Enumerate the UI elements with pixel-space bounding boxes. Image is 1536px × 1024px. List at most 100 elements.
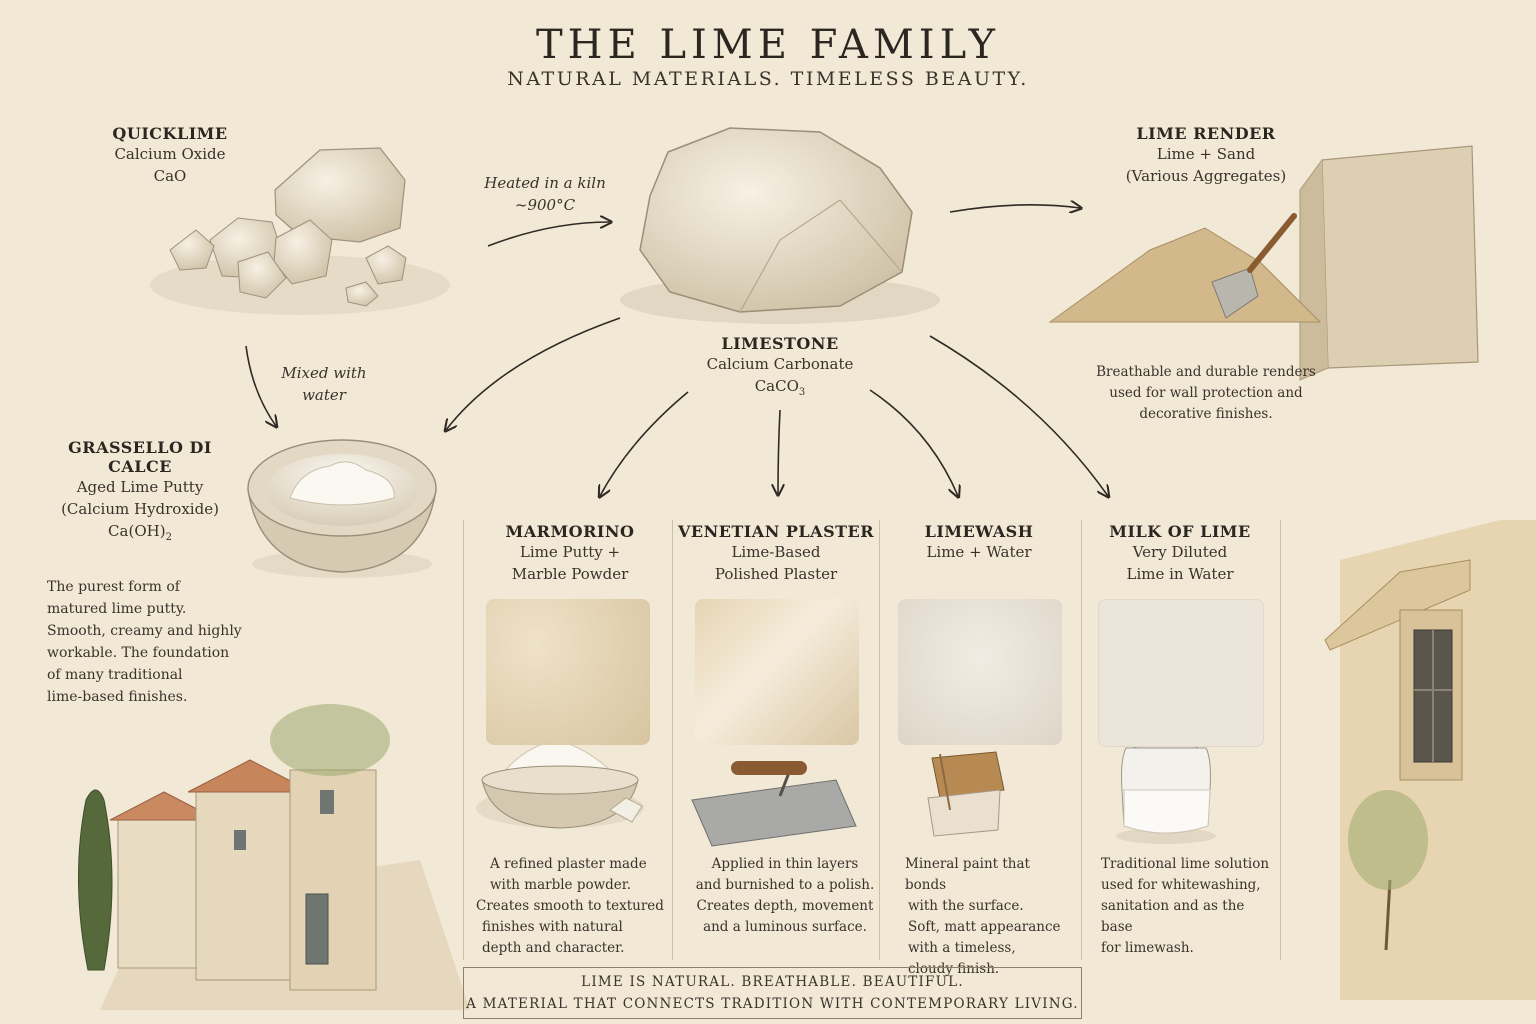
venetian-plaster-description: Applied in thin layers and burnished to … xyxy=(692,854,878,938)
lime-render-line2: (Various Aggregates) xyxy=(1125,167,1287,185)
grassello-desc-line: The purest form of xyxy=(47,579,180,595)
limestone-name: LIMESTONE xyxy=(721,334,839,353)
grassello-line1: Aged Lime Putty xyxy=(76,478,204,496)
finish-desc-line: depth and character. xyxy=(482,940,625,956)
lime-render-desc-line: Breathable and durable renders xyxy=(1096,364,1316,380)
finish-line2: Lime in Water xyxy=(1126,565,1234,583)
grassello-name: GRASSELLO DI CALCE xyxy=(68,438,212,476)
finish-name: VENETIAN PLASTER xyxy=(677,522,875,541)
marmorino-swatch xyxy=(486,599,650,745)
lime-render-description: Breathable and durable renders used for … xyxy=(1090,362,1322,425)
water-note-line1: Mixed with xyxy=(281,364,367,382)
finish-desc-line: and burnished to a polish. xyxy=(695,877,875,893)
finish-line1: Lime-Based xyxy=(731,543,821,561)
limestone-formula: CaCO xyxy=(754,377,799,395)
footer-line2: A MATERIAL THAT CONNECTS TRADITION WITH … xyxy=(466,996,1079,1012)
grassello-formula: Ca(OH) xyxy=(108,522,166,540)
finish-line2: Polished Plaster xyxy=(714,565,838,583)
finish-desc-line: used for whitewashing, xyxy=(1101,877,1261,893)
grassello-label: GRASSELLO DI CALCE Aged Lime Putty (Calc… xyxy=(36,438,244,549)
finish-line1: Lime Putty + xyxy=(519,543,621,561)
finish-milk-of-lime-label: MILK OF LIME Very Diluted Lime in Water xyxy=(1090,522,1270,585)
flow-arrows xyxy=(245,205,1108,496)
finish-name: MILK OF LIME xyxy=(1109,522,1251,541)
finish-desc-line: Creates depth, movement xyxy=(696,898,874,914)
marmorino-description: A refined plaster made with marble powde… xyxy=(472,854,668,959)
column-divider xyxy=(672,520,673,960)
limestone-chem-name: Calcium Carbonate xyxy=(706,355,854,373)
arrow-to-render xyxy=(949,205,1080,212)
finish-line2: Marble Powder xyxy=(511,565,629,583)
lime-putty-bowl-illustration xyxy=(247,439,437,578)
page-subtitle: NATURAL MATERIALS. TIMELESS BEAUTY. xyxy=(507,68,1029,90)
quicklime-label: QUICKLIME Calcium Oxide CaO xyxy=(80,124,260,187)
lime-render-label: LIME RENDER Lime + Sand (Various Aggrega… xyxy=(1096,124,1316,187)
finish-name: LIMEWASH xyxy=(924,522,1034,541)
column-divider xyxy=(879,520,880,960)
finish-desc-line: with the surface. xyxy=(908,898,1024,914)
lime-render-desc-line: used for wall protection and xyxy=(1109,385,1303,401)
finish-desc-line: Mineral paint that bonds xyxy=(905,856,1030,893)
limestone-formula-line: CaCO3 xyxy=(690,375,870,404)
limestone-formula-subscript: 3 xyxy=(798,387,806,398)
lime-render-line1: Lime + Sand xyxy=(1156,145,1256,163)
water-note-line2: water xyxy=(302,386,346,404)
grassello-line2: (Calcium Hydroxide) xyxy=(61,500,219,518)
quicklime-illustration xyxy=(150,147,450,315)
grassello-formula-line: Ca(OH)2 xyxy=(36,520,244,549)
grassello-desc-line: matured lime putty. xyxy=(47,601,187,617)
finish-desc-line: with a timeless, xyxy=(908,940,1016,956)
grassello-desc-line: workable. The foundation xyxy=(47,645,230,661)
column-divider xyxy=(463,520,464,960)
venetian-plaster-swatch xyxy=(695,599,859,745)
grassello-desc-line: of many traditional xyxy=(47,667,183,683)
finish-desc-line: sanitation and as the base xyxy=(1101,898,1245,935)
finish-desc-line: A refined plaster made xyxy=(490,856,647,872)
finish-line1: Very Diluted xyxy=(1132,543,1228,561)
finish-name: MARMORINO xyxy=(505,522,635,541)
footer-line1: LIME IS NATURAL. BREATHABLE. BEAUTIFUL. xyxy=(581,974,964,990)
village-illustration xyxy=(78,704,470,1010)
arrow-to-putty xyxy=(446,317,621,430)
limestone-illustration xyxy=(620,127,940,324)
finish-desc-line: cloudy finish. xyxy=(908,961,1000,977)
limewash-swatch xyxy=(898,599,1062,745)
limestone-label: LIMESTONE Calcium Carbonate CaCO3 xyxy=(690,334,870,404)
footer-banner: LIME IS NATURAL. BREATHABLE. BEAUTIFUL. … xyxy=(463,967,1082,1019)
grassello-desc-line: lime-based finishes. xyxy=(47,689,188,705)
kiln-note-line2: ~900°C xyxy=(514,196,576,214)
finish-venetian-label: VENETIAN PLASTER Lime-Based Polished Pla… xyxy=(676,522,876,585)
finish-limewash-label: LIMEWASH Lime + Water xyxy=(886,522,1072,563)
column-divider xyxy=(1081,520,1082,960)
finish-desc-line: finishes with natural xyxy=(482,919,623,935)
column-divider xyxy=(1280,520,1281,960)
grassello-formula-subscript: 2 xyxy=(165,532,172,543)
finish-desc-line: Soft, matt appearance xyxy=(908,919,1061,935)
arrow-to-marmorino xyxy=(600,391,689,496)
arrow-kiln xyxy=(487,222,610,247)
marble-powder-bowl xyxy=(476,739,644,829)
quicklime-formula: CaO xyxy=(153,167,187,185)
finish-desc-line: and a luminous surface. xyxy=(703,919,867,935)
lime-render-name: LIME RENDER xyxy=(1136,124,1276,143)
grassello-desc-line: Smooth, creamy and highly xyxy=(47,623,242,639)
villa-illustration xyxy=(1324,520,1536,1000)
arrow-slake xyxy=(245,345,276,426)
quicklime-name: QUICKLIME xyxy=(112,124,228,143)
limewash-description: Mineral paint that bonds with the surfac… xyxy=(905,854,1075,980)
finish-desc-line: Creates smooth to textured xyxy=(476,898,664,914)
lime-render-desc-line: decorative finishes. xyxy=(1139,406,1273,422)
water-note: Mixed with water xyxy=(264,362,384,406)
arrow-to-limewash xyxy=(869,389,958,496)
finish-desc-line: Applied in thin layers xyxy=(711,856,859,872)
milk-of-lime-swatch xyxy=(1098,599,1264,747)
finish-desc-line: for limewash. xyxy=(1101,940,1194,956)
trowel-illustration xyxy=(691,761,857,847)
finish-marmorino-label: MARMORINO Lime Putty + Marble Powder xyxy=(475,522,665,585)
kiln-note-line1: Heated in a kiln xyxy=(484,174,606,192)
finish-line1: Lime + Water xyxy=(926,543,1032,561)
brush-illustration xyxy=(927,751,1005,837)
finish-desc-line: Traditional lime solution xyxy=(1101,856,1270,872)
quicklime-chem-name: Calcium Oxide xyxy=(114,145,226,163)
